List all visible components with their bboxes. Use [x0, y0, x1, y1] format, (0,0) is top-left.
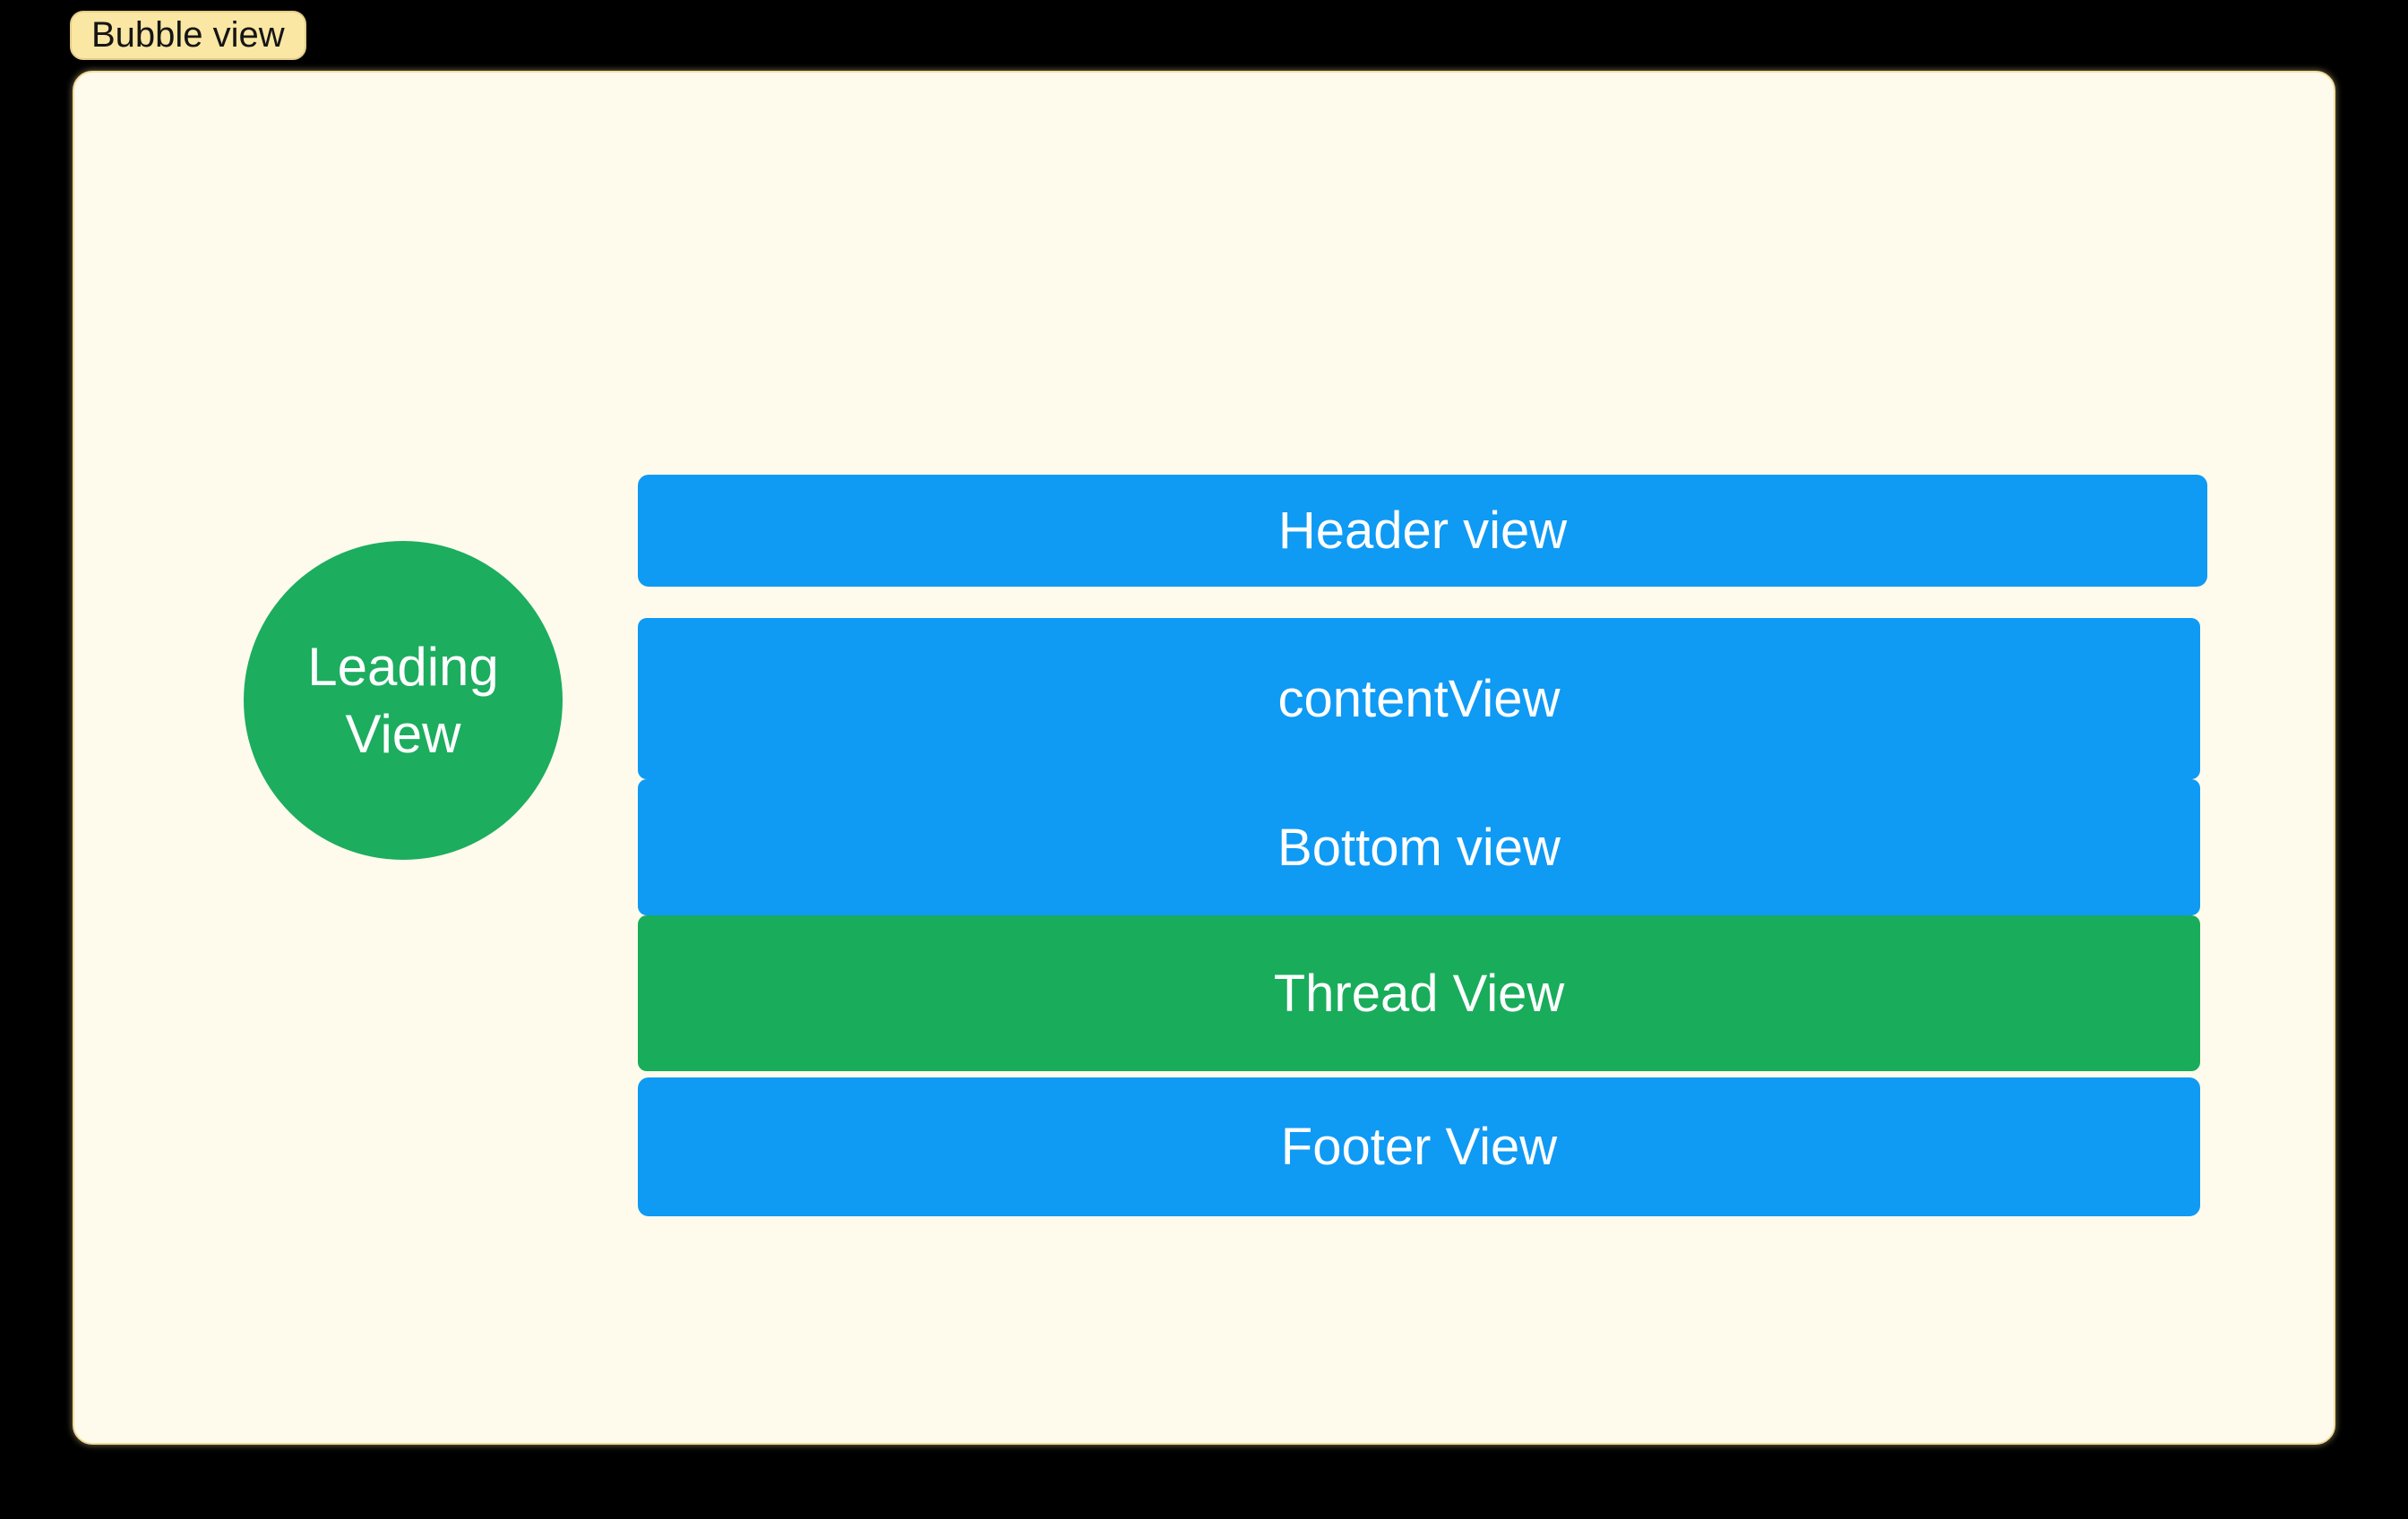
bubble-view-badge: Bubble view	[70, 11, 306, 60]
content-view-label: contentView	[1277, 669, 1561, 728]
footer-view-label: Footer View	[1280, 1118, 1558, 1176]
bottom-view-bar: Bottom view	[638, 779, 2200, 915]
header-view-label: Header view	[1277, 502, 1568, 560]
content-view-bar: contentView	[638, 618, 2200, 779]
bubble-view-badge-label: Bubble view	[91, 15, 285, 55]
thread-view-label: Thread View	[1273, 964, 1565, 1023]
leading-view-label-line2: View	[345, 704, 461, 764]
footer-view-bar: Footer View	[638, 1077, 2200, 1216]
leading-view-label-line1: Leading	[307, 637, 499, 697]
thread-view-bar: Thread View	[638, 915, 2200, 1071]
bottom-view-label: Bottom view	[1277, 818, 1561, 877]
header-view-bar: Header view	[638, 475, 2207, 587]
leading-view-circle: Leading View	[244, 541, 563, 860]
